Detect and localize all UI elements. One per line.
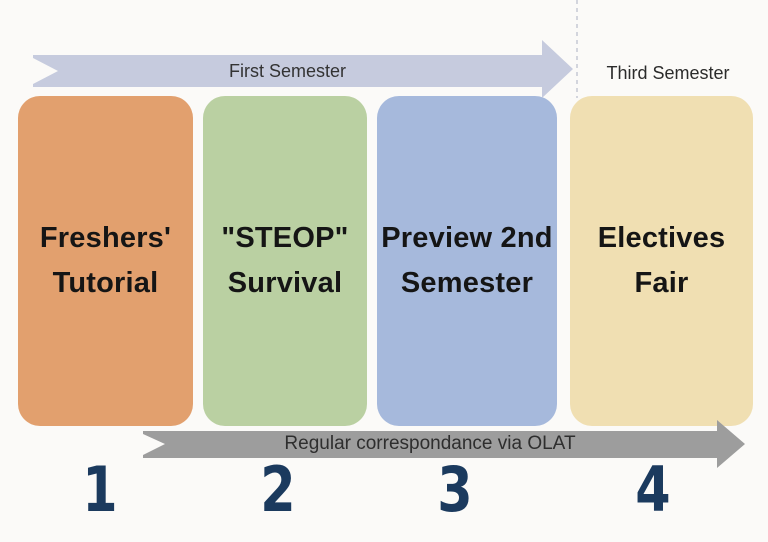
card-title: Preview 2nd Semester (381, 216, 552, 306)
card-preview-2nd-semester: Preview 2nd Semester (377, 96, 557, 426)
card-title-line1: "STEOP" (221, 222, 349, 254)
card-steop-survival: "STEOP" Survival (203, 96, 367, 426)
card-title-line1: Electives (597, 222, 726, 254)
card-title-line2: Survival (227, 267, 343, 299)
olat-arrow-label: Regular correspondance via OLAT (284, 433, 576, 454)
card-title-line2: Tutorial (52, 267, 159, 299)
step-number-3: 3 (437, 453, 473, 526)
step-number-1: 1 (82, 453, 118, 526)
card-title-line2: Fair (634, 267, 689, 299)
card-title: Freshers' Tutorial (40, 216, 171, 306)
card-electives-fair: Electives Fair (570, 96, 753, 426)
third-semester-label: Third Semester (606, 62, 730, 83)
card-title-line1: Preview 2nd (381, 222, 553, 254)
card-freshers-tutorial: Freshers' Tutorial (18, 96, 193, 426)
card-title-line2: Semester (400, 267, 534, 299)
card-title-line1: Freshers' (39, 222, 172, 254)
step-number-2: 2 (260, 453, 296, 526)
step-number-4: 4 (635, 453, 671, 526)
first-semester-label: First Semester (228, 60, 347, 81)
card-title: Electives Fair (598, 216, 726, 306)
card-title: "STEOP" Survival (221, 216, 348, 306)
